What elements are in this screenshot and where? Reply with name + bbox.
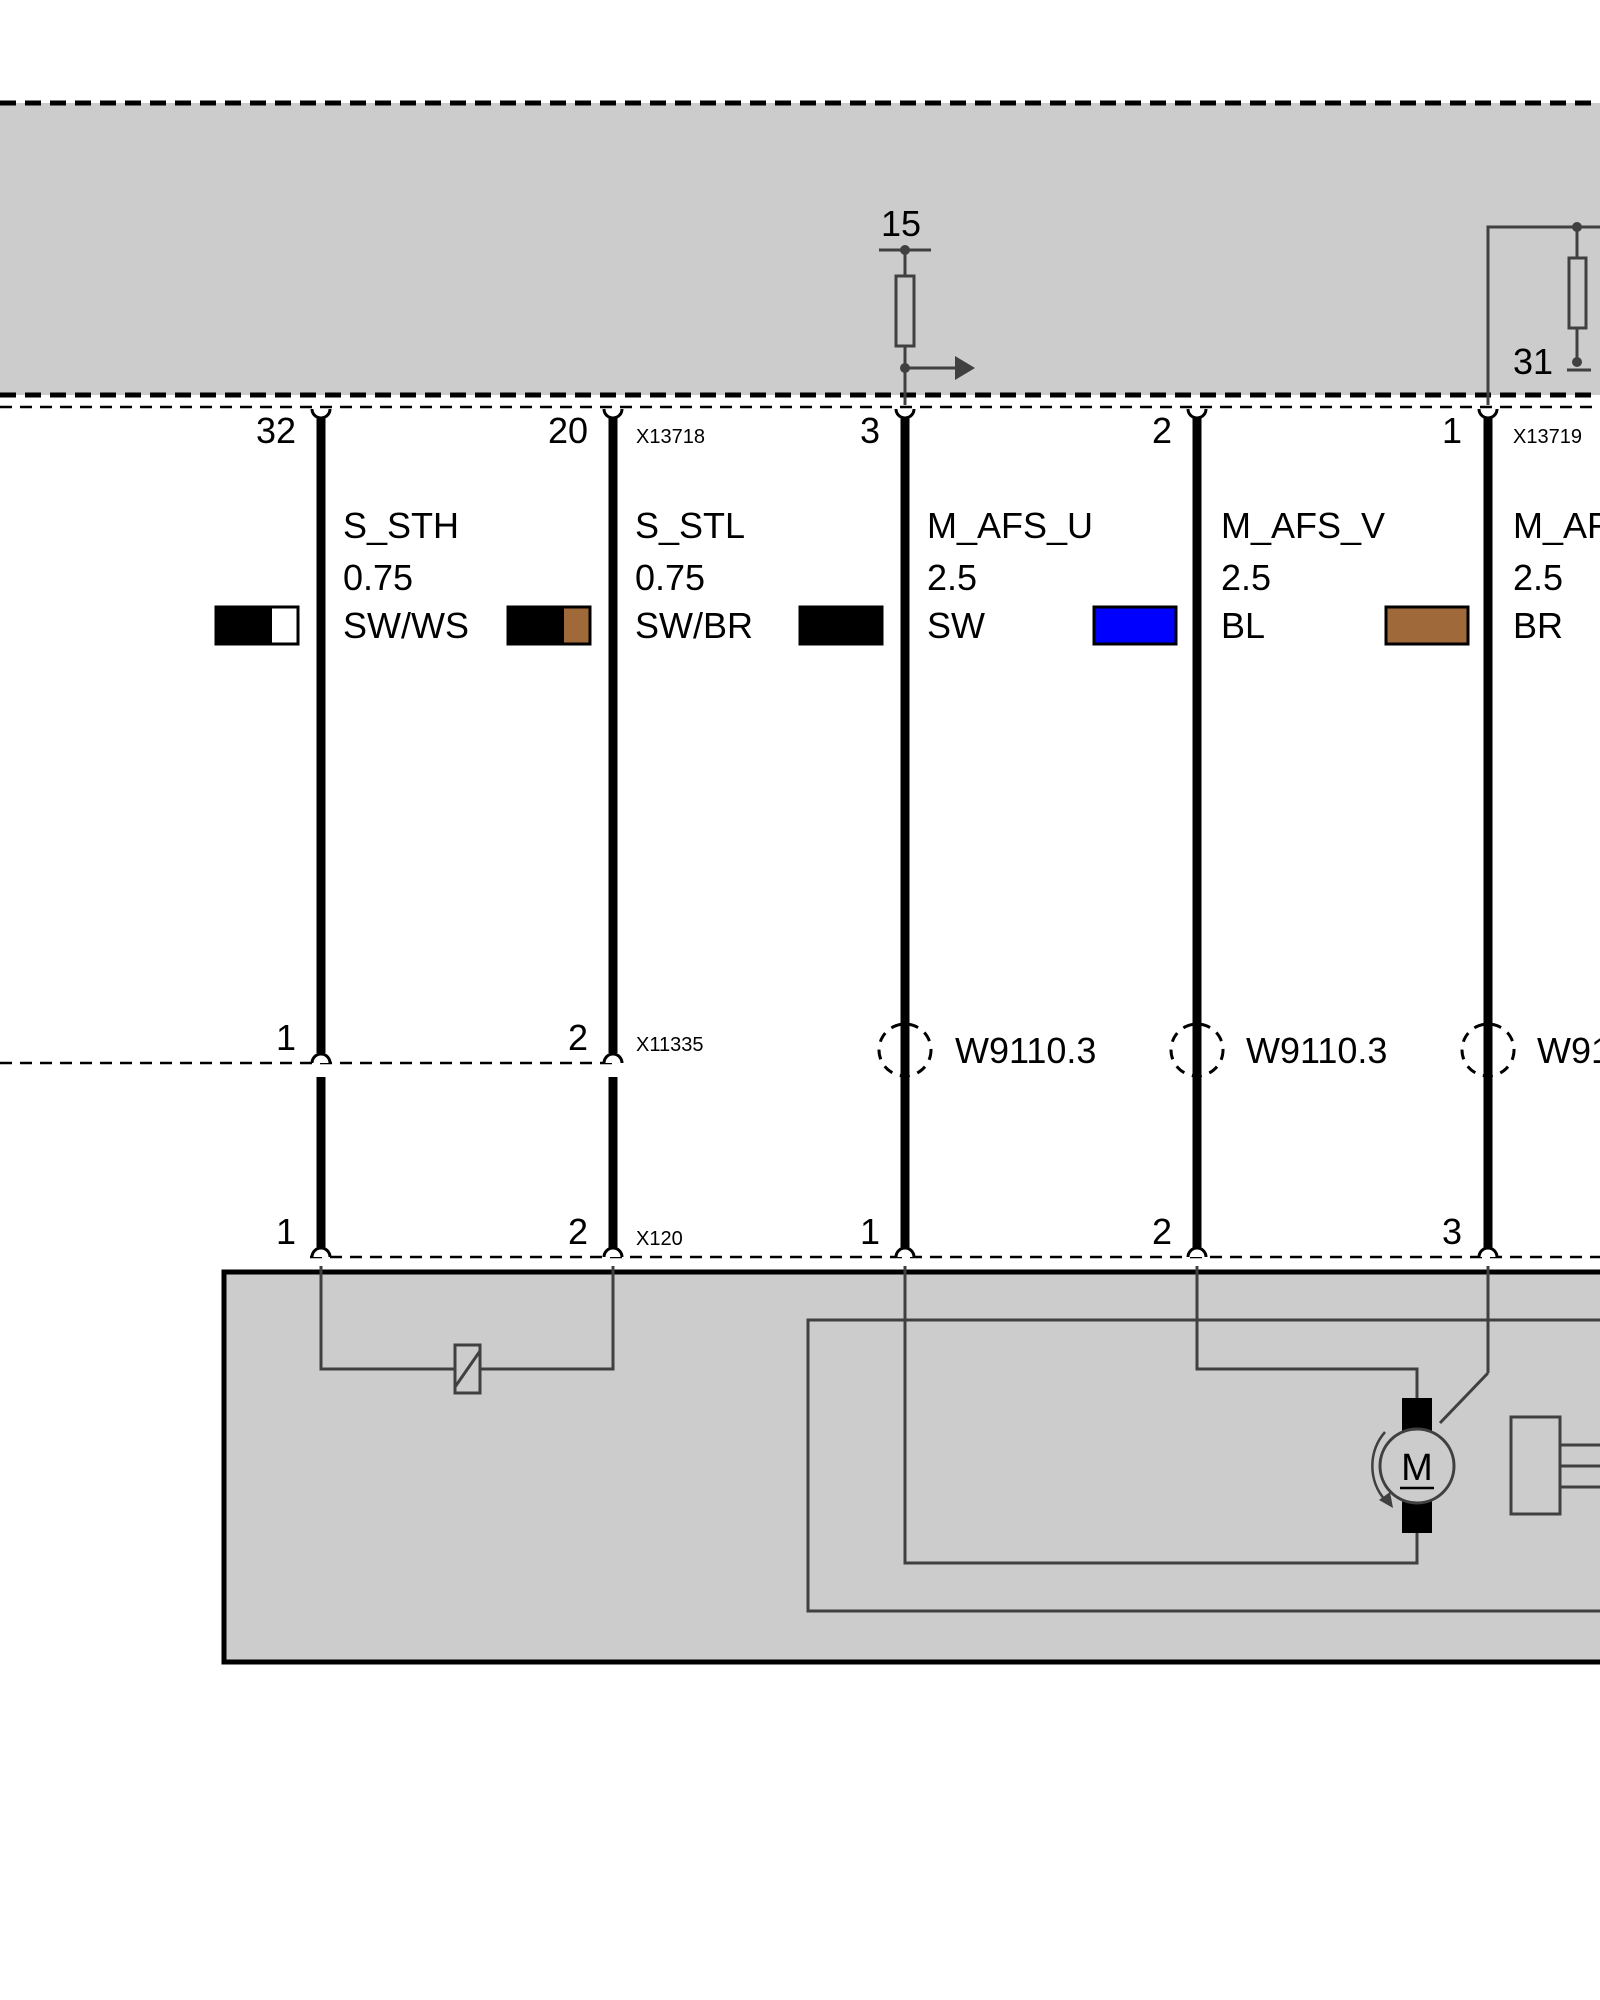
color-code: SW/WS [343, 605, 469, 646]
splice-icon [1460, 1022, 1516, 1078]
color-code: BL [1221, 605, 1265, 646]
arrow-icon [955, 356, 975, 380]
bottom-connector-id: X120 [636, 1228, 683, 1250]
color-swatch [798, 605, 884, 646]
cross-section: 2.5 [1513, 557, 1563, 598]
middle-pin-number: 2 [568, 1017, 588, 1058]
signal-name: S_STL [635, 505, 745, 546]
top-pin-number: 32 [256, 410, 296, 451]
top-pin-number: 3 [860, 410, 880, 451]
pin-cup [310, 1052, 332, 1064]
ground-31-circuit: 31 [1486, 222, 1600, 405]
color-swatch [1092, 605, 1178, 646]
color-code: BR [1513, 605, 1563, 646]
supply-label: 15 [881, 203, 921, 244]
top-connector-id: X13718 [636, 426, 705, 448]
sensor-block [1509, 1415, 1562, 1516]
motor-circuit: M [806, 1266, 1600, 1613]
pin-cup [1477, 408, 1499, 420]
bottom-pin-number: 2 [1152, 1211, 1172, 1252]
cross-section: 2.5 [1221, 557, 1271, 598]
top-pin-number: 1 [1442, 410, 1462, 451]
pin-cup [310, 1246, 332, 1258]
color-code: SW [927, 605, 985, 646]
bottom-pin-number: 1 [860, 1211, 880, 1252]
wire-m-afs-u: W9110.3 3 1 M_AFS_U 2.5 SW [798, 408, 1096, 1258]
pin-cup [1477, 1246, 1499, 1258]
color-code: SW/BR [635, 605, 753, 646]
motor-label: M [1401, 1447, 1433, 1489]
sensor-circuit [319, 1266, 615, 1395]
pin-cup [1186, 1246, 1208, 1258]
signal-name: M_AF [1513, 505, 1600, 546]
signal-name: M_AFS_U [927, 505, 1093, 546]
pin-cup [602, 408, 624, 420]
supply-15-circuit: 15 [879, 203, 975, 405]
signal-name: M_AFS_V [1221, 505, 1385, 546]
bottom-module-body [221, 1269, 1600, 1665]
cross-section: 0.75 [343, 557, 413, 598]
pin-cup [894, 1246, 916, 1258]
splice-label: W9110.3 [955, 1030, 1096, 1071]
wire-s-sth: 32 1 1 S_STH 0.75 SW/WS [214, 408, 469, 1258]
color-swatch [1384, 605, 1470, 646]
ground-label: 31 [1513, 341, 1553, 382]
motor-icon: M [1371, 1398, 1456, 1533]
bottom-pin-number: 1 [276, 1211, 296, 1252]
wire-s-stl: 20 2 2 S_STL 0.75 SW/BR [506, 408, 753, 1258]
pin-cup [602, 1246, 624, 1258]
cross-section: 0.75 [635, 557, 705, 598]
splice-label: W9110.3 [1246, 1030, 1387, 1071]
pin-cup [602, 1052, 624, 1064]
splice-icon [877, 1022, 933, 1078]
top-pin-number: 20 [548, 410, 588, 451]
cross-section: 2.5 [927, 557, 977, 598]
bottom-pin-number: 3 [1442, 1211, 1462, 1252]
pin-cup [1186, 408, 1208, 420]
pin-cup [310, 408, 332, 420]
pin-cup [894, 408, 916, 420]
top-module: 15 31 [0, 100, 1600, 405]
splice-label: W91 [1537, 1030, 1600, 1071]
top-connector-id: X13719 [1513, 426, 1582, 448]
wire-m-af: W91 1 3 M_AF 2.5 BR [1384, 408, 1600, 1258]
middle-pin-number: 1 [276, 1017, 296, 1058]
wire-m-afs-v: W9110.3 2 2 M_AFS_V 2.5 BL [1092, 408, 1387, 1258]
color-swatch [214, 605, 300, 646]
bottom-pin-number: 2 [568, 1211, 588, 1252]
color-swatch [506, 605, 592, 646]
signal-name: S_STH [343, 505, 459, 546]
splice-icon [1169, 1022, 1225, 1078]
middle-connector-id: X11335 [636, 1034, 703, 1056]
top-pin-number: 2 [1152, 410, 1172, 451]
bottom-module: M [221, 1266, 1600, 1665]
top-module-body [0, 103, 1600, 395]
